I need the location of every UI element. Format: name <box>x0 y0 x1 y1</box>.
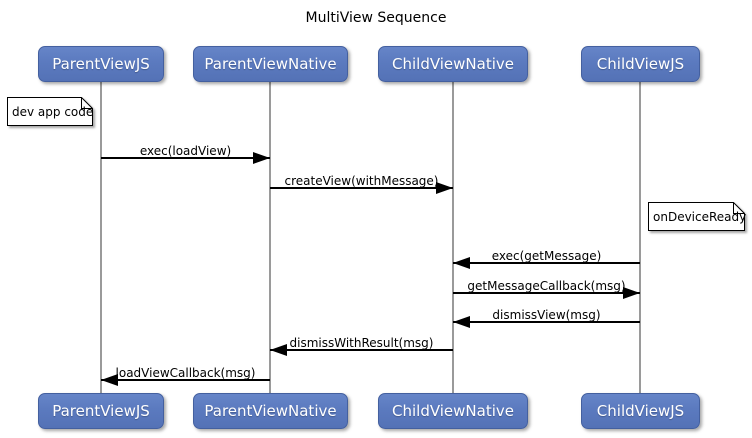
arrowhead-left-icon <box>101 374 118 386</box>
message-label: getMessageCallback(msg) <box>467 279 626 293</box>
participant-parentviewnative-bottom: ParentViewNative <box>193 393 348 429</box>
note-ondeviceready: onDeviceReady <box>648 202 747 231</box>
lifeline-parentviewjs <box>100 82 102 393</box>
arrowhead-left-icon <box>270 344 287 356</box>
message-line <box>101 379 270 381</box>
participant-parentviewnative-top: ParentViewNative <box>193 46 348 82</box>
note-dev-app-code: dev app code <box>7 97 93 126</box>
message-label: exec(getMessage) <box>491 249 602 263</box>
note-shape-icon <box>648 202 745 231</box>
message-exec-getmessage: exec(getMessage) <box>453 244 640 269</box>
message-exec-loadview: exec(loadView) <box>101 139 270 164</box>
message-label: loadViewCallback(msg) <box>115 366 256 380</box>
message-dismisswithresult: dismissWithResult(msg) <box>270 331 453 356</box>
message-line <box>270 349 453 351</box>
message-line <box>453 321 640 323</box>
message-createview-withmessage: createView(withMessage) <box>270 169 453 194</box>
note-shape-icon <box>7 97 93 126</box>
note-text: onDeviceReady <box>653 209 747 224</box>
arrowhead-left-icon <box>453 316 470 328</box>
diagram-title: MultiView Sequence <box>305 10 447 26</box>
message-line <box>453 262 640 264</box>
message-label: createView(withMessage) <box>284 174 439 188</box>
lifeline-childviewnative <box>452 82 454 393</box>
lifeline-parentviewnative <box>269 82 271 393</box>
lifeline-childviewjs <box>639 82 641 393</box>
participant-childviewjs-top: ChildViewJS <box>581 46 700 82</box>
message-label: exec(loadView) <box>139 144 232 158</box>
arrowhead-right-icon <box>623 287 640 299</box>
message-label: dismissView(msg) <box>492 308 601 322</box>
message-line <box>453 292 640 294</box>
message-loadviewcallback: loadViewCallback(msg) <box>101 361 270 386</box>
message-dismissview: dismissView(msg) <box>453 303 640 328</box>
participant-parentviewjs-top: ParentViewJS <box>38 46 164 82</box>
arrowhead-right-icon <box>253 152 270 164</box>
arrowhead-left-icon <box>453 257 470 269</box>
participant-childviewnative-top: ChildViewNative <box>378 46 528 82</box>
participant-parentviewjs-bottom: ParentViewJS <box>38 393 164 429</box>
arrowhead-right-icon <box>436 182 453 194</box>
message-line <box>101 157 270 159</box>
participant-childviewnative-bottom: ChildViewNative <box>378 393 528 429</box>
note-text: dev app code <box>12 104 94 119</box>
message-getmessagecallback: getMessageCallback(msg) <box>453 274 640 299</box>
participant-childviewjs-bottom: ChildViewJS <box>581 393 700 429</box>
message-line <box>270 187 453 189</box>
message-label: dismissWithResult(msg) <box>289 336 434 350</box>
